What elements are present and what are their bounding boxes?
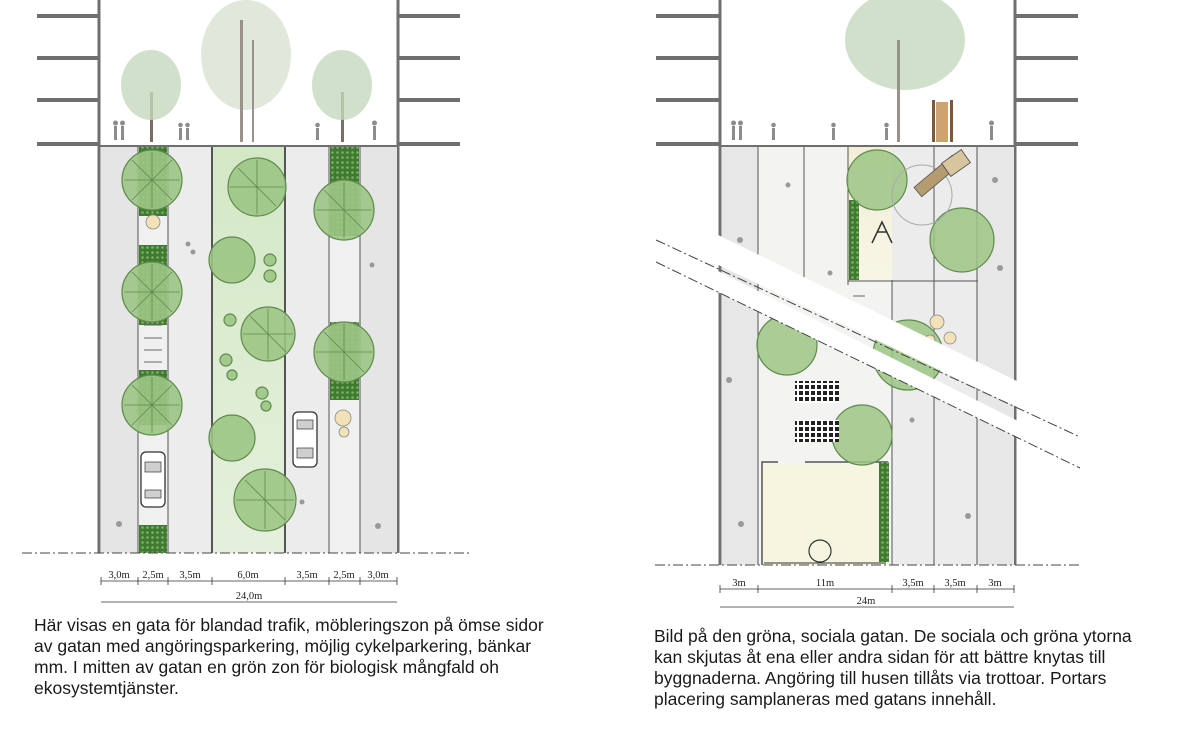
dimension-label: 3m [988,578,1001,589]
total-dimension-label: 24,0m [236,591,263,602]
hedge [879,462,889,562]
caption-line: Bild på den gröna, sociala gatan. De soc… [654,626,1132,646]
elevation-trees [845,0,965,142]
left-street-plan: 3,0m 2,5m 3,5m 6,0m 3,5m 2,5m 3,0m 24,0m [22,0,472,603]
dimension-line [100,577,398,585]
caption-green-social: Bild på den gröna, sociala gatan. De soc… [654,626,1132,710]
lane-left [168,146,212,553]
dimension-line [719,585,1015,593]
ball-court-marking [808,539,832,563]
dimension-label: 2,5m [142,570,163,581]
dimension-label: 3,5m [944,578,965,589]
dimension-label: 6,0m [237,570,258,581]
pedestrian-icon [113,120,377,140]
caption-line: placering samplaneras med gatans innehål… [654,689,997,709]
building-right [1013,0,1078,565]
dimension-label: 3,0m [108,570,129,581]
caption-mixed-traffic: Här visas en gata för blandad trafik, mö… [34,615,544,699]
playground-icon [871,149,971,244]
building-right [396,0,460,553]
caption-line: av gatan med angöringsparkering, möjlig … [34,636,532,656]
dimension-label: 11m [816,578,834,589]
hedge [139,525,167,553]
dimension-label: 3,5m [902,578,923,589]
caption-line: mm. I mitten av gatan en grön zon för bi… [34,657,499,677]
pedestrian-icon [731,120,994,140]
outdoor-gym [795,420,839,442]
pedestrian-icon [726,177,1003,527]
sidewalk-left [101,146,138,553]
dimension-label: 3m [732,578,745,589]
right-street-plan: 3m 11m 3,5m 3,5m 3m 24m [655,0,1081,608]
building-left [37,0,101,553]
bicycle-icon [144,324,162,363]
elevation-trees [121,0,372,142]
sidewalk-left [722,146,758,565]
tree-canopy-texture [124,152,372,529]
caption-line: Här visas en gata för blandad trafik, mö… [34,615,544,635]
hedge [849,200,859,280]
crosswalk-icon [655,232,1081,469]
bench-icon [145,214,352,438]
sidewalk-right [977,146,1014,565]
caption-line: kan skjutas åt ena eller andra sidan för… [654,647,1106,667]
dimension-label: 3,5m [296,570,317,581]
dimension-label: 2,5m [333,570,354,581]
ball-court [762,465,888,565]
car-icon [292,411,318,468]
caption-line: ekosystemtjänster. [34,678,179,698]
caption-line: byggnaderna. Angöring till husen tillåts… [654,668,1107,688]
dimension-label: 3,0m [367,570,388,581]
total-dimension-label: 24m [857,596,876,607]
dimension-label: 3,5m [179,570,200,581]
car-icon [140,451,166,508]
pedestrian-icon [116,241,381,529]
outdoor-gym [795,381,839,403]
